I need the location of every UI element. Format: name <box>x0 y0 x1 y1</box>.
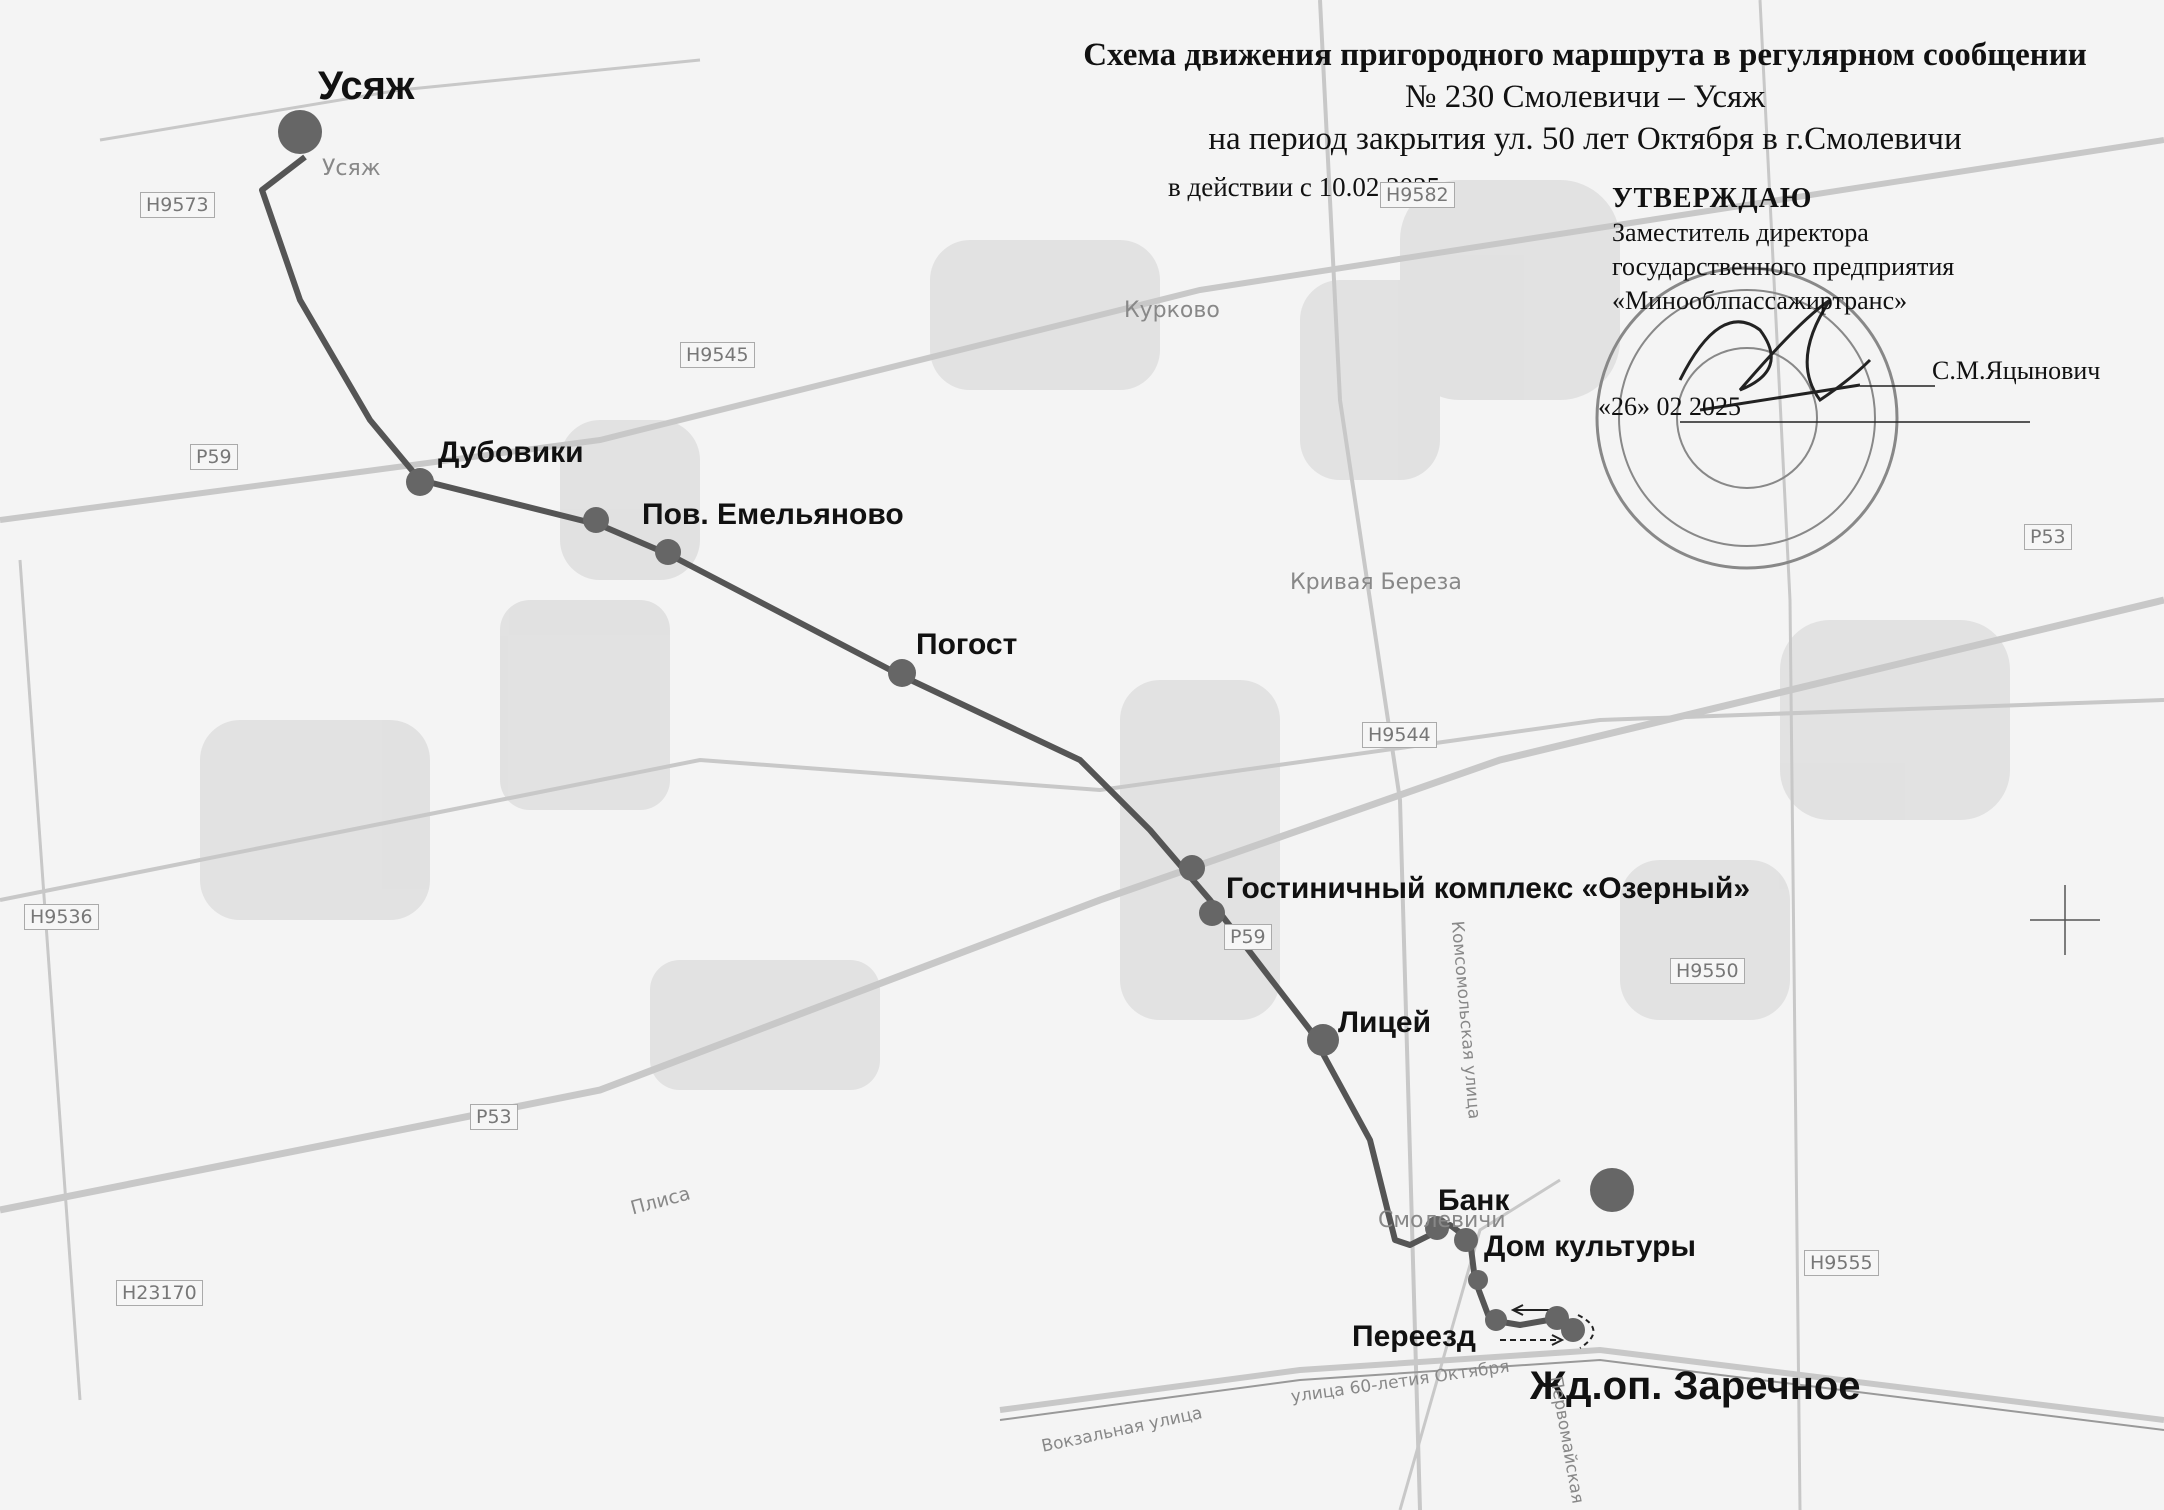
road-label-h9555: Н9555 <box>1804 1250 1879 1276</box>
approval-block: УТВЕРЖДАЮ Заместитель директора государс… <box>1598 182 2100 421</box>
loop-arrow <box>1577 1314 1595 1349</box>
stop-marker-usyazh <box>278 110 322 154</box>
stop-label-usyazh: Усяж <box>318 64 415 108</box>
road-label-p53-east: Р53 <box>2024 524 2072 550</box>
road-label-h9582: Н9582 <box>1380 182 1455 208</box>
stop-marker-emelyanovo <box>583 507 609 533</box>
forest-area <box>1300 280 1440 480</box>
road-label-h9550: Н9550 <box>1670 958 1745 984</box>
forest-area <box>930 240 1160 390</box>
title-line-2: № 230 Смолевичи – Усяж <box>1404 79 1766 115</box>
approval-line-1: Заместитель директора <box>1612 218 1869 247</box>
road-label-p59-east: Р59 <box>1224 924 1272 950</box>
road-label-p53-west: Р53 <box>470 1104 518 1130</box>
map-title: Схема движения пригородного маршрута в р… <box>1020 34 2150 160</box>
city-marker-smolevichi <box>1590 1168 1634 1212</box>
stop-marker-pereezd <box>1485 1309 1507 1331</box>
route-line <box>259 154 1582 1333</box>
map-background <box>200 180 2010 1090</box>
road-label-p59-west: Р59 <box>190 444 238 470</box>
stop-label-licey: Лицей <box>1338 1006 1432 1039</box>
road-label-h9545: Н9545 <box>680 342 755 368</box>
stop-label-pereezd: Переезд <box>1352 1320 1476 1353</box>
road-label-h23170: Н23170 <box>116 1280 203 1306</box>
stop-label-bank: Банк <box>1438 1184 1510 1217</box>
stop-marker-ozerny <box>1179 855 1205 881</box>
approval-title: УТВЕРЖДАЮ <box>1612 183 1813 214</box>
road <box>0 698 2164 902</box>
stop-marker-pogost <box>888 659 916 687</box>
stop-marker-zarechnoe-2 <box>1561 1318 1585 1342</box>
forest-area <box>500 600 670 810</box>
place-label-usyazh: Усяж <box>322 156 381 181</box>
stop-marker-ozerny-2 <box>1199 900 1225 926</box>
stop-label-ozerny: Гостиничный комплекс «Озерный» <box>1226 872 1751 905</box>
stop-marker-bank <box>1425 1216 1449 1240</box>
arrow-head <box>1551 1334 1565 1346</box>
arrow-head <box>1510 1304 1524 1316</box>
stop-marker-licey <box>1307 1024 1339 1056</box>
stop-marker-emelyanovo-2 <box>655 539 681 565</box>
road <box>0 596 2164 1214</box>
title-line-1: Схема движения пригородного маршрута в р… <box>1083 37 2087 73</box>
forest-area <box>1620 860 1790 1020</box>
place-label-smolevichi: Смолевичи <box>1378 1208 1506 1233</box>
road <box>1398 1178 1561 1510</box>
place-label-kurkovo: Курково <box>1124 298 1220 323</box>
title-line-3: на период закрытия ул. 50 лет Октября в … <box>1208 121 1962 157</box>
stop-label-emelyanovo: Пов. Емельяново <box>642 498 904 531</box>
stop-label-pogost: Погост <box>916 628 1018 661</box>
road-label-h9536: Н9536 <box>24 904 99 930</box>
approval-line-3: «Минооблпассажиртранс» <box>1612 286 1908 315</box>
road <box>1318 0 1422 1510</box>
stop-label-dubovik: Дубовики <box>438 436 584 469</box>
approval-date: «26» 02 2025 <box>1598 392 1741 421</box>
stop-label-dom-kultury: Дом культуры <box>1484 1230 1697 1263</box>
stop-marker-dom-kultury-2 <box>1468 1270 1488 1290</box>
railway <box>999 1346 2164 1423</box>
signature <box>1678 298 1872 412</box>
road-label-h9573: Н9573 <box>140 192 215 218</box>
road-label-h9544: Н9544 <box>1362 722 1437 748</box>
road <box>0 137 2164 523</box>
stop-label-zarechnoe: Жд.оп. Заречное <box>1530 1364 1861 1408</box>
direction-arrows <box>1500 1304 1595 1349</box>
road <box>99 58 701 142</box>
road <box>1758 0 1802 1510</box>
place-label-krivaya-bereza: Кривая Береза <box>1290 570 1462 595</box>
crosshair-mark <box>2030 885 2100 955</box>
forest-area <box>1780 620 2010 820</box>
stop-markers <box>278 110 1634 1342</box>
forest-area <box>200 720 430 920</box>
approval-signatory: С.М.Яцынович <box>1932 356 2101 385</box>
stop-marker-dubovik <box>406 468 434 496</box>
stop-marker-dom-kultury <box>1454 1228 1478 1252</box>
road <box>18 559 82 1401</box>
stamp <box>1595 266 1899 570</box>
approval-line-2: государственного предприятия <box>1612 252 1955 281</box>
forest-area <box>1120 680 1280 1020</box>
railway <box>999 1358 2164 1431</box>
